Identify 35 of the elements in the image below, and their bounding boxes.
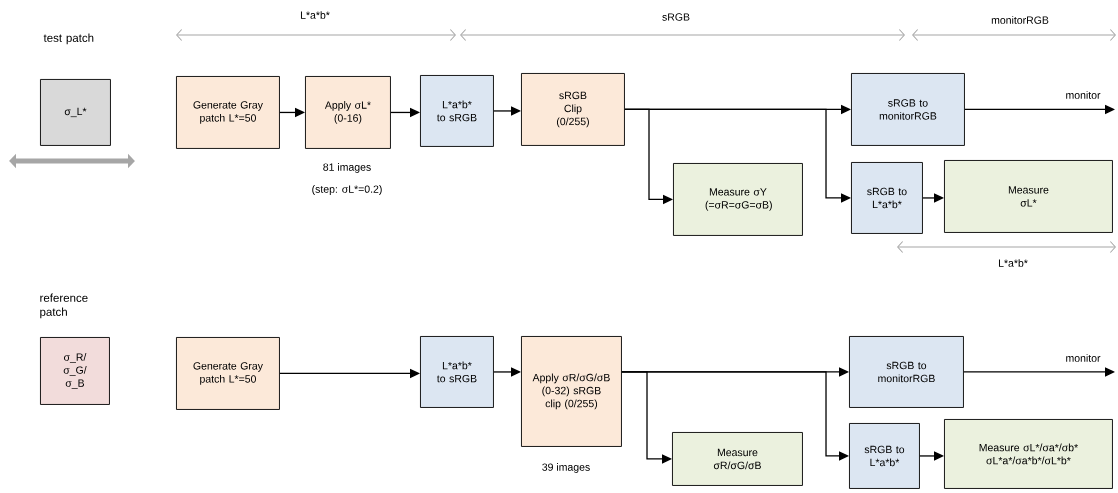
conversion-box: sRGB to monitorRGB: [849, 336, 964, 408]
arrow: [621, 371, 849, 461]
dimension-label: monitorRGB: [991, 16, 1049, 24]
process-box: Apply σR/σG/σB (0-32) sRGB clip (0/255): [521, 336, 622, 447]
arrow: [493, 367, 521, 377]
measure-box: Measure σY (=σR=σG=σB): [673, 163, 803, 236]
note: 81 images: [323, 163, 371, 173]
arrow: [493, 106, 521, 116]
conversion-box: sRGB to L*a*b*: [849, 423, 920, 489]
conversion-box: L*a*b* to sRGB: [420, 336, 494, 408]
dimension-label: L*a*b*: [301, 11, 330, 19]
arrow: [922, 193, 944, 203]
patch-box: σ_R/ σ_G/ σ_B: [40, 337, 110, 405]
conversion-box: sRGB to monitorRGB: [851, 73, 965, 146]
arrow: [919, 451, 944, 461]
arrow: [963, 367, 1115, 377]
patch-label: reference patch: [40, 293, 88, 319]
arrow: [624, 108, 851, 203]
patch-label: test patch: [43, 33, 94, 45]
dimension-label: sRGB: [662, 13, 690, 21]
patch-box: σ_L*: [40, 79, 111, 146]
edge-label: monitor: [1064, 90, 1102, 100]
conversion-box: L*a*b* to sRGB: [420, 75, 494, 147]
measure-box: Measure σL*: [944, 160, 1113, 233]
measure-box: Measure σR/σG/σB: [672, 432, 803, 486]
note: (step: σL*=0.2): [312, 185, 382, 195]
note: 39 images: [542, 463, 590, 473]
process-box: Generate Gray patch L*=50: [176, 76, 280, 149]
measure-box: Measure σL*/σa*/σb* σL*a*/σa*b*/σL*b*: [944, 419, 1113, 489]
dimension-label: L*a*b*: [999, 259, 1028, 267]
process-box: sRGB Clip (0/255): [521, 73, 625, 146]
conversion-box: sRGB to L*a*b*: [851, 162, 923, 234]
process-box: Apply σL* (0-16): [305, 76, 391, 149]
process-box: Generate Gray patch L*=50: [176, 337, 280, 410]
edge-label: monitor: [1064, 353, 1102, 363]
